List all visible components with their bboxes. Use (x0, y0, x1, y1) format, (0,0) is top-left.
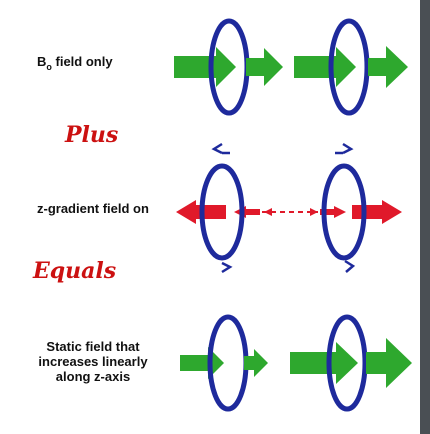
coil-ring-icon (326, 314, 368, 412)
coil-ring-icon (328, 18, 370, 116)
gradient-center-arrow-right (310, 208, 318, 216)
current-direction-arrow-icon (344, 259, 356, 273)
plus-caption: Plus (65, 122, 119, 148)
gradient-center-arrow-left (264, 208, 272, 216)
static-field-label: Static field that increases linearly alo… (38, 339, 148, 384)
static-row-left-green-arrow (180, 347, 224, 379)
b0-row-right-green-arrow-head (368, 46, 408, 88)
b0-row-left-green-arrow (174, 47, 236, 87)
slide: Bo field only Plus z-gradient field on E… (0, 0, 420, 434)
b0-row-right-green-arrow (294, 47, 356, 87)
current-direction-arrow-icon (221, 261, 233, 274)
coil-ring-icon (199, 163, 245, 261)
coil-diagram (174, 18, 412, 412)
gradient-right-red-arrow (352, 200, 402, 224)
static-row-right-green-arrow (290, 342, 358, 384)
gradient-field-label: z-gradient field on (37, 201, 149, 216)
static-row-left-green-arrow-head (244, 349, 268, 377)
b0-field-label: Bo field only (37, 54, 113, 72)
coil-ring-icon (321, 163, 367, 261)
b0-subscript: o (46, 62, 52, 72)
current-direction-arrow-icon (211, 142, 223, 155)
gradient-inner-right-arrow (320, 206, 346, 218)
gradient-inner-left-arrow (234, 206, 260, 218)
static-row-right-green-arrow-head (366, 338, 412, 388)
equals-caption: Equals (33, 258, 117, 284)
b0-row-left-green-arrow-head (246, 48, 283, 86)
current-direction-arrow-icon (342, 142, 354, 155)
